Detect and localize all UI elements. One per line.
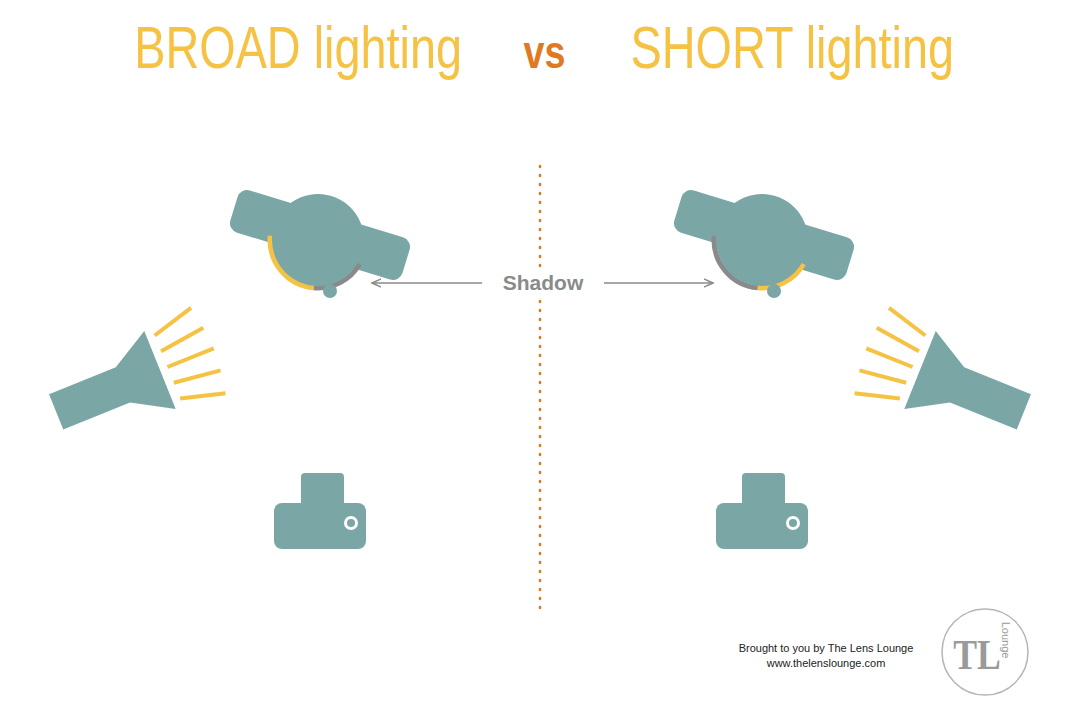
logo-letters: TL: [953, 632, 1001, 678]
logo-word: Lounge: [1000, 622, 1012, 659]
credit-text: Brought to you by The Lens Lounge: [739, 642, 914, 654]
logo-ring: [942, 609, 1028, 695]
heading-part: SHORT lighting: [630, 15, 953, 81]
shadow-label: Shadow: [495, 271, 592, 294]
pointer-arrow: [372, 282, 482, 284]
light-source: [849, 306, 1041, 455]
camera: [274, 473, 366, 549]
camera: [716, 473, 808, 549]
subject-figure: [672, 188, 857, 298]
subject-figure: [228, 188, 413, 298]
credit-url: www.thelenslounge.com: [767, 657, 886, 669]
divider-line: [539, 166, 542, 616]
heading-part: BROAD lighting: [134, 15, 462, 81]
pointer-arrow: [604, 282, 713, 284]
light-source: [39, 306, 231, 455]
heading-part: vs: [524, 27, 566, 78]
